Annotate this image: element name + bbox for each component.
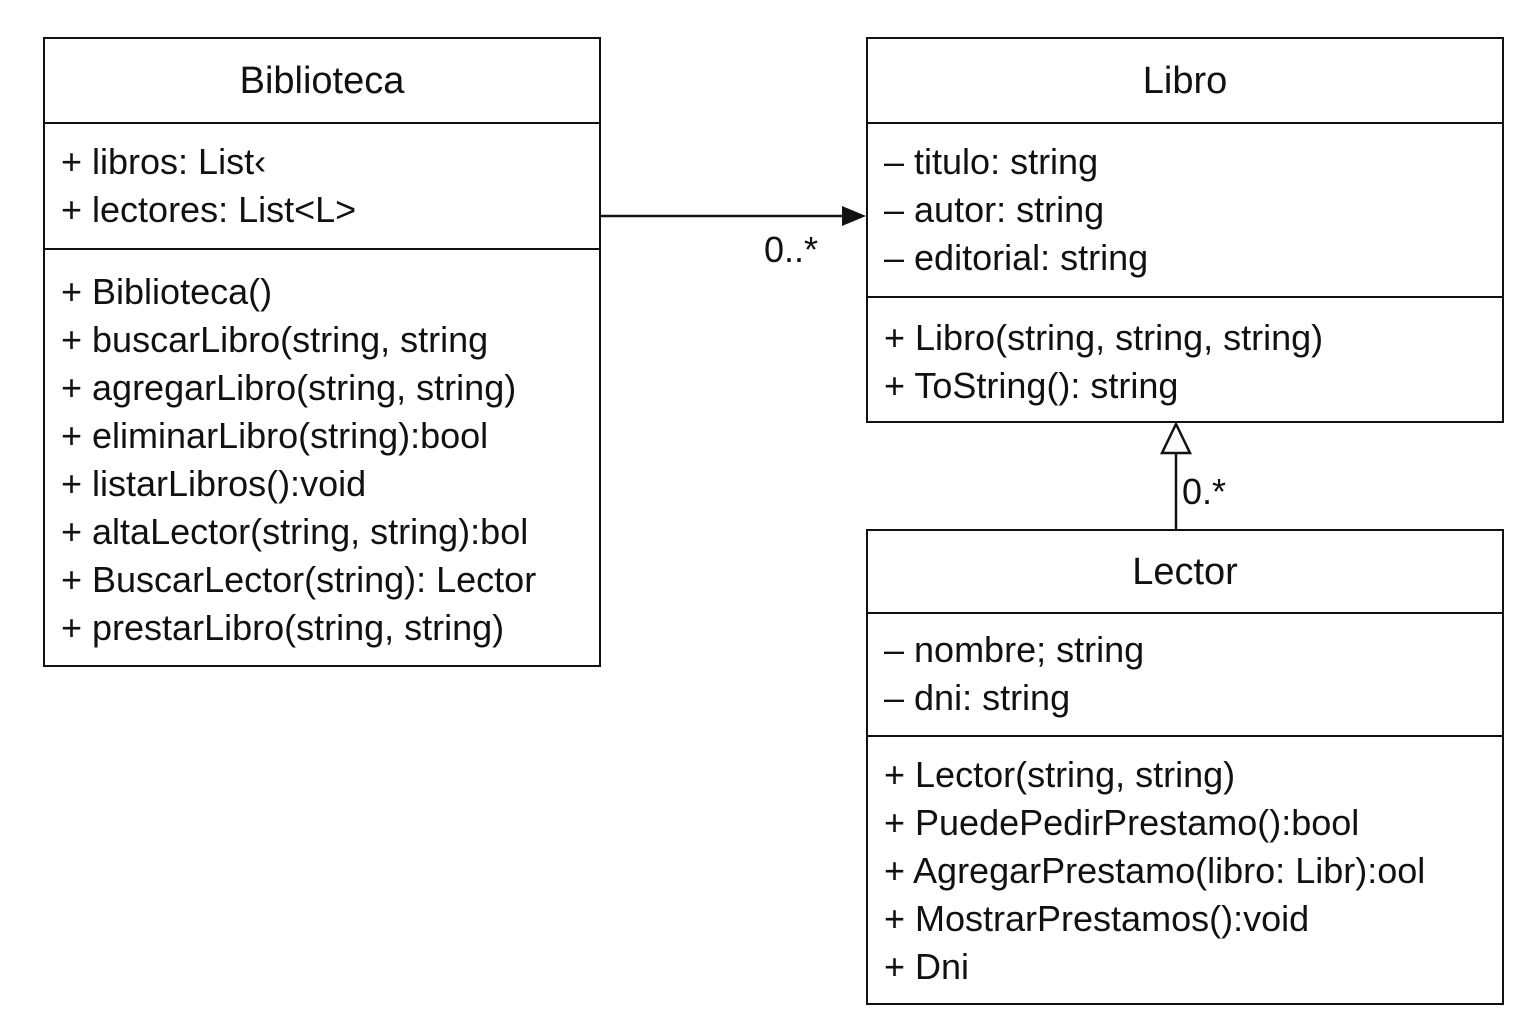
method: + AgregarPrestamo(libro: Libr):ool	[884, 850, 1426, 891]
method: + buscarLibro(string, string	[61, 319, 489, 360]
method: + altaLector(string, string):bol	[61, 511, 529, 552]
divider	[868, 296, 1502, 298]
method: + BuscarLector(string): Lector	[61, 559, 537, 600]
method: + Libro(string, string, string)	[884, 317, 1324, 358]
attributes-compartment: + libros: List‹ + lectores: List<L>	[45, 124, 599, 248]
attribute: – titulo: string	[884, 141, 1099, 182]
attribute: – nombre; string	[884, 629, 1145, 670]
attributes-compartment: – nombre; string – dni: string	[868, 614, 1502, 736]
class-libro[interactable]: Libro – titulo: string – autor: string –…	[866, 37, 1504, 423]
multiplicity-biblioteca-libro: 0..*	[764, 229, 819, 270]
method: + MostrarPrestamos():void	[884, 898, 1310, 939]
association-arrowhead-icon	[842, 206, 866, 226]
divider	[868, 612, 1502, 614]
methods-compartment: + Lector(string, string) + PuedePedirPre…	[868, 737, 1502, 1003]
attribute: + lectores: List<L>	[61, 189, 357, 230]
generalization-hollow-triangle-icon	[1160, 421, 1192, 455]
method: + ToString(): string	[884, 365, 1179, 406]
attribute: + libros: List‹	[61, 141, 267, 182]
class-lector[interactable]: Lector – nombre; string – dni: string + …	[866, 529, 1504, 1005]
association-biblioteca-libro	[600, 206, 866, 226]
multiplicity-lector-libro: 0.*	[1182, 471, 1227, 512]
method: + Lector(string, string)	[884, 754, 1236, 795]
method: + agregarLibro(string, string)	[61, 367, 517, 408]
divider	[868, 122, 1502, 124]
divider	[868, 735, 1502, 737]
divider	[45, 122, 599, 124]
class-name-compartment: Libro	[868, 39, 1502, 123]
attribute: – editorial: string	[884, 237, 1149, 278]
class-biblioteca[interactable]: Biblioteca + libros: List‹ + lectores: L…	[43, 37, 601, 667]
methods-compartment: + Libro(string, string, string) + ToStri…	[868, 298, 1502, 421]
method: + listarLibros():void	[61, 463, 367, 504]
attributes-compartment: – titulo: string – autor: string – edito…	[868, 124, 1502, 296]
class-name: Libro	[1142, 60, 1228, 102]
class-name-compartment: Lector	[868, 531, 1502, 613]
method: + prestarLibro(string, string)	[61, 607, 505, 648]
method: + eliminarLibro(string):bool	[61, 415, 489, 456]
method: + Dni	[884, 946, 970, 987]
methods-compartment: + Biblioteca() + buscarLibro(string, str…	[45, 250, 599, 665]
attribute: – autor: string	[884, 189, 1105, 230]
divider	[45, 248, 599, 250]
method: + Biblioteca()	[61, 271, 273, 312]
class-name: Biblioteca	[239, 60, 405, 102]
attribute: – dni: string	[884, 677, 1071, 718]
class-name-compartment: Biblioteca	[45, 39, 599, 123]
method: + PuedePedirPrestamo():bool	[884, 802, 1360, 843]
class-name: Lector	[1132, 551, 1238, 593]
generalization-lector-libro	[1160, 421, 1192, 531]
